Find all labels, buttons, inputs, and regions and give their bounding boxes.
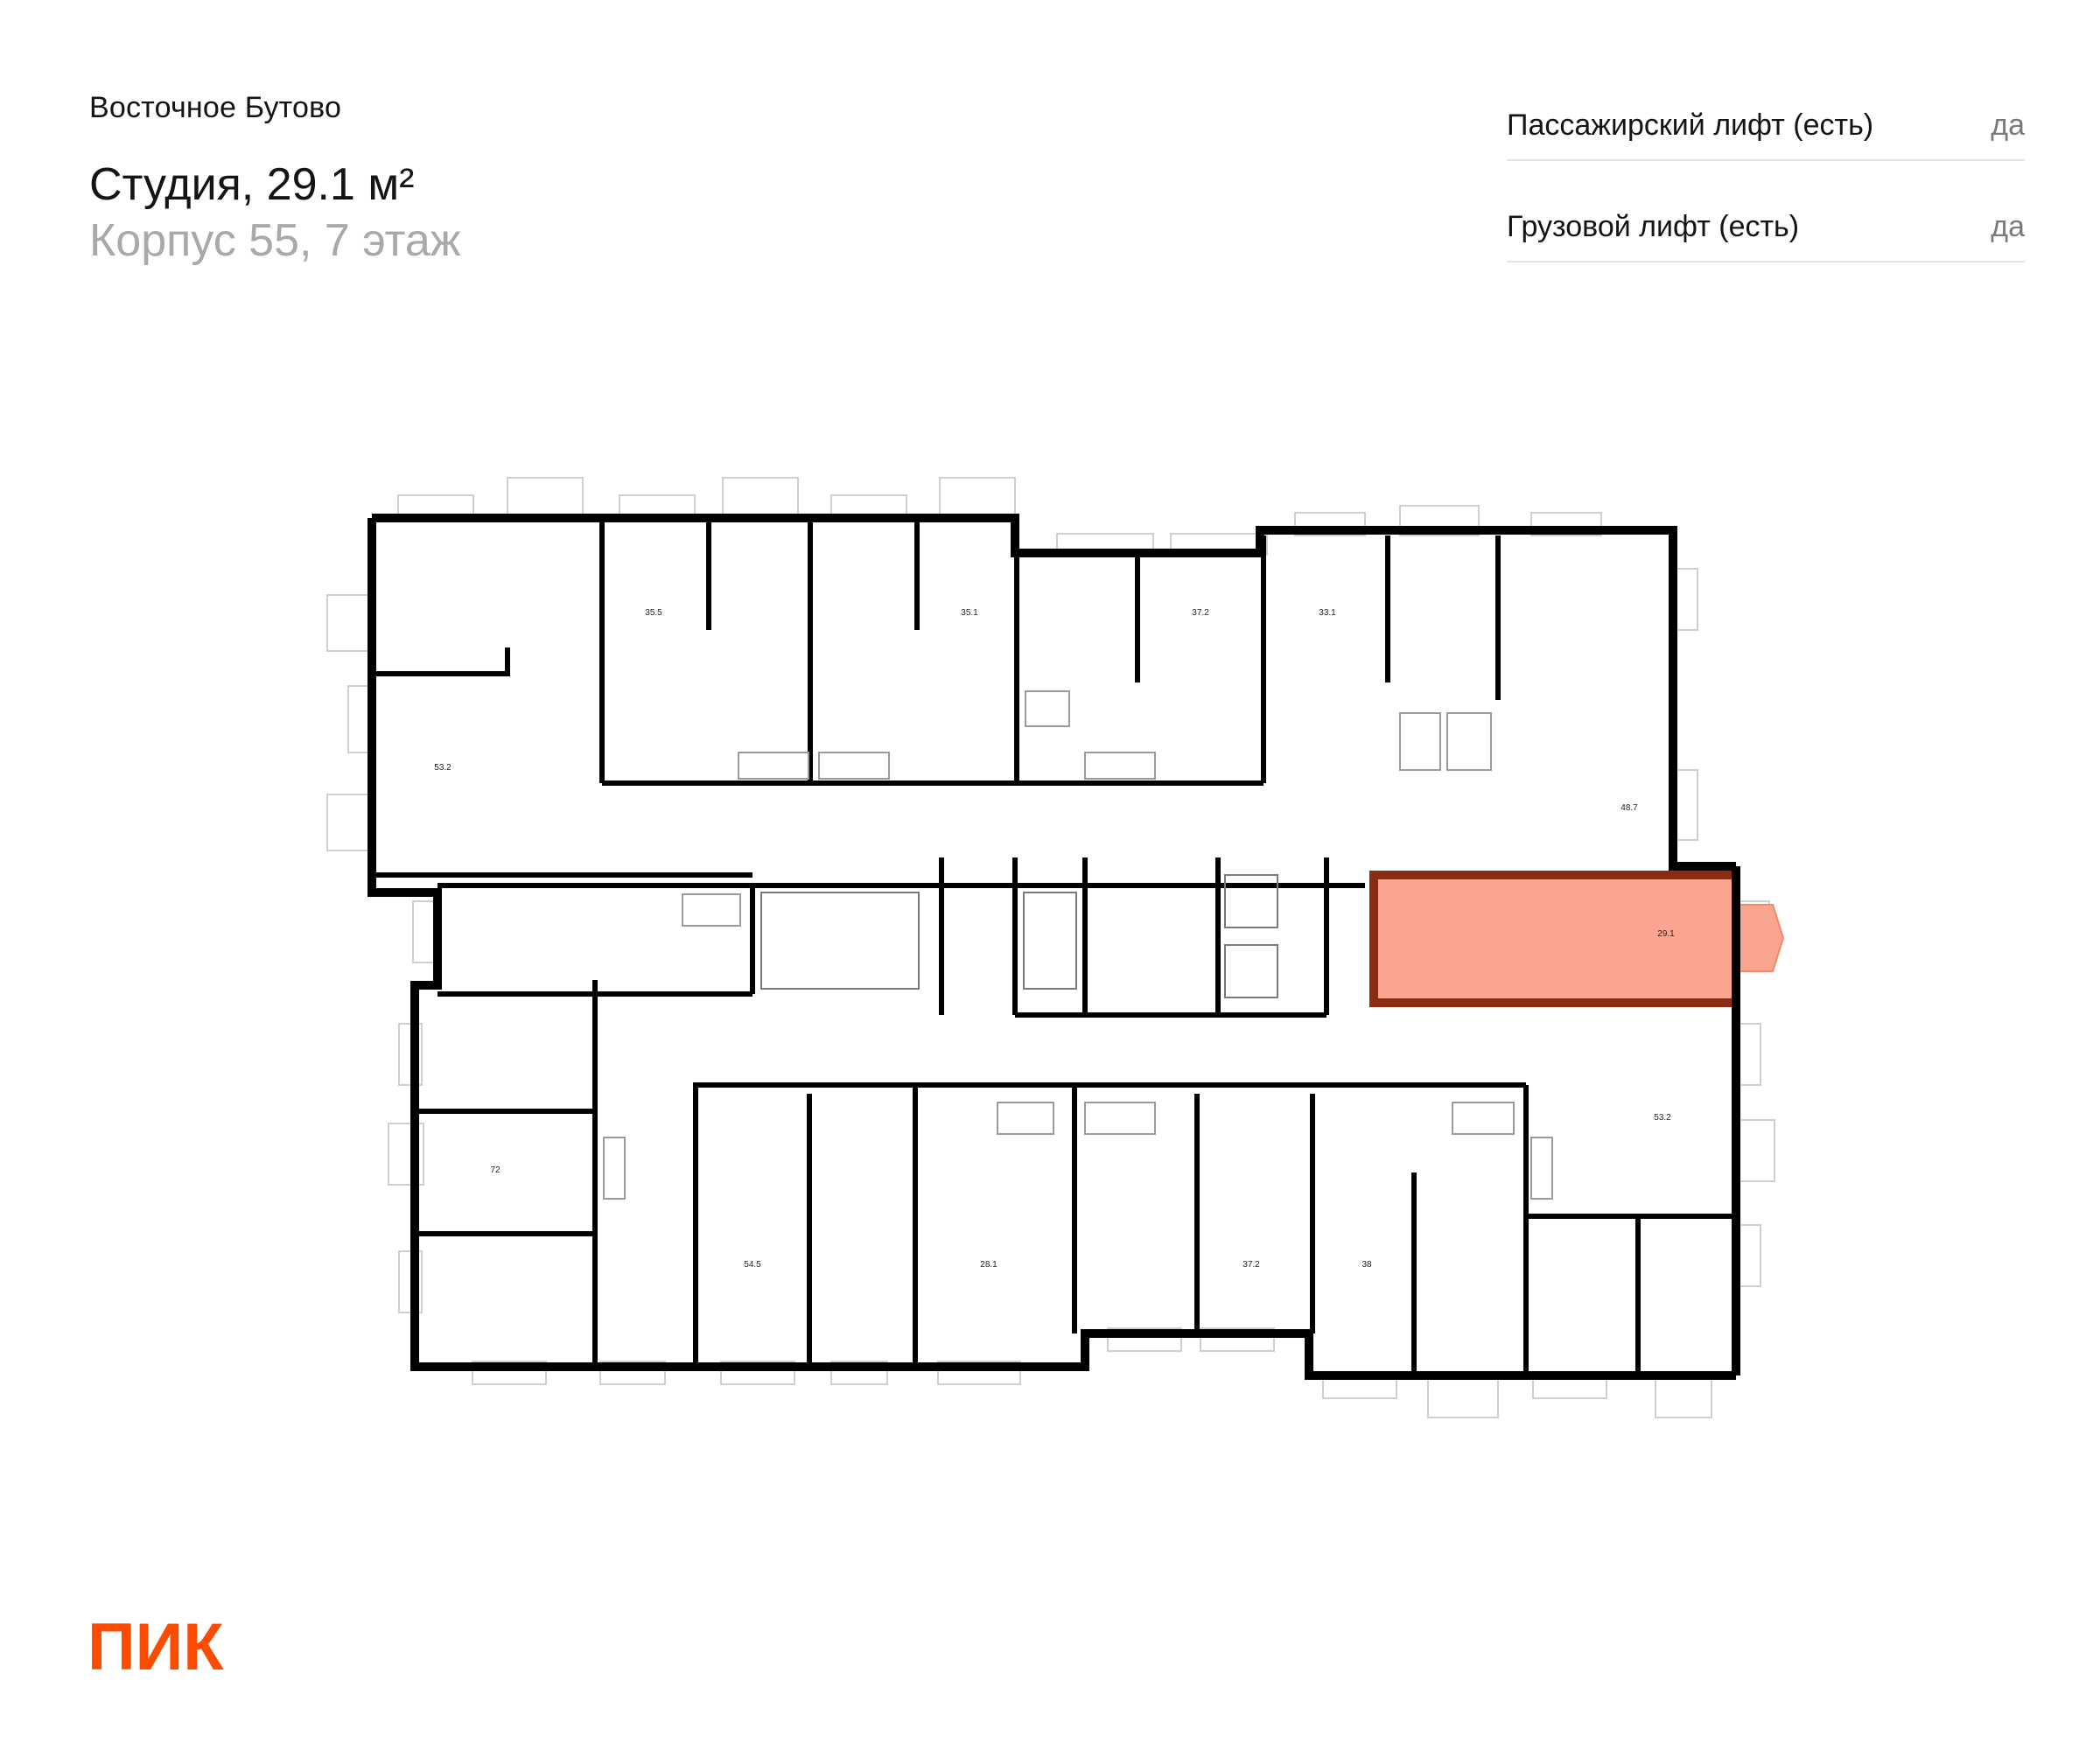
apartment-label: 54.5: [744, 1260, 761, 1270]
spec-value: да: [1991, 209, 2025, 243]
apartment-label: 28.1: [980, 1260, 998, 1270]
apartment-header: Восточное Бутово Студия, 29.1 м² Корпус …: [89, 91, 461, 269]
specs-list: Пассажирский лифт (есть) да Грузовой лиф…: [1507, 91, 2025, 262]
logo-text: ПИК: [88, 1619, 224, 1673]
complex-name: Восточное Бутово: [89, 91, 342, 124]
apartment-title: Студия, 29.1 м²: [89, 159, 415, 210]
apartment-label: 29.1: [1657, 929, 1675, 939]
spec-value: да: [1991, 108, 2025, 142]
spec-row-freight-lift: Грузовой лифт (есть) да: [1507, 161, 2025, 262]
apartment-label: 33.1: [1319, 608, 1336, 618]
stairs-elevators: [760, 874, 1278, 998]
apartment-label: 53.2: [1654, 1113, 1671, 1123]
spec-row-passenger-lift: Пассажирский лифт (есть) да: [1507, 91, 2025, 161]
highlighted-apartment[interactable]: [1369, 871, 1740, 1007]
brand-logo: ПИК: [88, 1610, 271, 1684]
spec-label: Пассажирский лифт (есть): [1507, 108, 1874, 142]
apartment-label: 37.2: [1192, 608, 1209, 618]
apartment-label: 35.5: [645, 608, 662, 618]
spec-label: Грузовой лифт (есть): [1507, 209, 1800, 243]
apartment-label: 37.2: [1242, 1260, 1260, 1270]
exterior-walls: [368, 514, 1740, 1380]
interior-walls: [372, 518, 1736, 1376]
apartment-labels: 35.5 35.1 37.2 33.1 53.2 48.7 29.1 53.2 …: [434, 608, 1675, 1270]
apartment-label: 72: [490, 1166, 500, 1175]
apartment-label: 53.2: [434, 763, 452, 773]
apartment-label: 48.7: [1620, 803, 1638, 813]
apartment-label: 35.1: [961, 608, 978, 618]
apartment-label: 38: [1362, 1260, 1372, 1270]
fixtures: [603, 690, 1553, 1200]
building-floor: Корпус 55, 7 этаж: [89, 215, 461, 266]
highlighted-window-bay: [1735, 904, 1785, 972]
pik-logo-icon: ПИК: [88, 1610, 224, 1684]
